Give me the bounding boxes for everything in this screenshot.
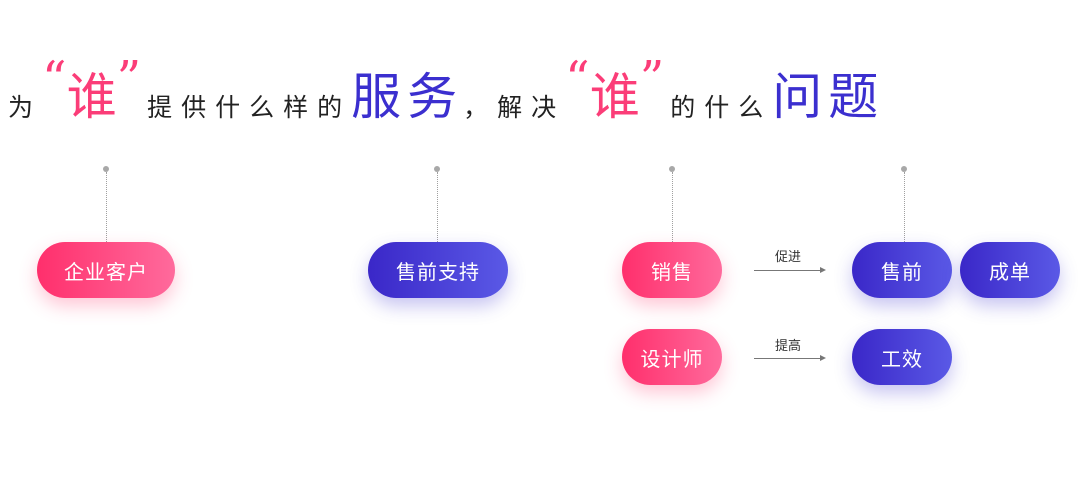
headline-text-wei: 为 <box>8 93 43 122</box>
headline-quote-open-2: “ <box>565 51 590 107</box>
headline-problem: 问题 <box>772 68 885 126</box>
headline-text-provide: 提供什么样的 <box>147 93 352 122</box>
connector-dot-4 <box>901 166 907 172</box>
connector-line-3 <box>672 172 673 242</box>
node-deal: 成单 <box>960 242 1060 298</box>
node-designer: 设计师 <box>622 329 722 385</box>
headline-text-solve: ，解决 <box>463 93 566 122</box>
headline-quote-open-1: “ <box>42 51 67 107</box>
node-presales: 售前 <box>852 242 952 298</box>
connector-line-2 <box>437 172 438 242</box>
node-efficiency: 工效 <box>852 329 952 385</box>
headline: 为 “ 谁 ” 提供什么样的 服务 ，解决 “ 谁 ” 的什么 问题 <box>8 51 885 132</box>
node-sales: 销售 <box>622 242 722 298</box>
headline-who-2: 谁 <box>589 68 640 126</box>
arrow-label-promote: 促进 <box>774 250 801 265</box>
arrow-label-improve: 提高 <box>774 339 801 354</box>
connector-line-1 <box>106 172 107 242</box>
headline-who-1: 谁 <box>66 68 117 126</box>
headline-service: 服务 <box>351 68 464 126</box>
headline-quote-close-2: ” <box>639 51 665 107</box>
connector-line-4 <box>904 172 905 242</box>
node-presales-support: 售前支持 <box>368 242 508 298</box>
headline-text-what: 的什么 <box>670 93 773 122</box>
arrow-improve <box>754 355 826 361</box>
connector-dot-3 <box>669 166 675 172</box>
connector-dot-2 <box>434 166 440 172</box>
headline-quote-close-1: ” <box>116 51 142 107</box>
arrow-promote <box>754 267 826 273</box>
node-enterprise-customer: 企业客户 <box>37 242 175 298</box>
connector-dot-1 <box>103 166 109 172</box>
